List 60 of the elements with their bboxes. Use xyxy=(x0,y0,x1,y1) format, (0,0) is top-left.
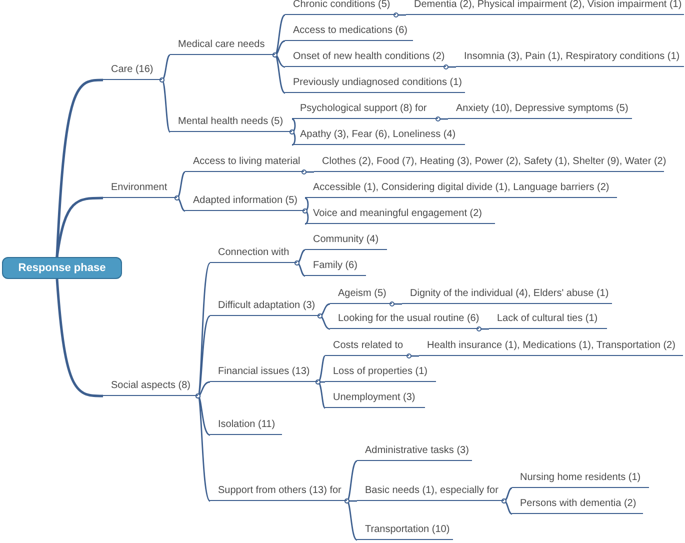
connector xyxy=(502,498,512,515)
topic-label: Mental health needs (5) xyxy=(170,115,292,132)
topic-label: Voice and meaningful engagement (2) xyxy=(305,207,495,224)
topic-label: Social aspects (8) xyxy=(103,379,198,396)
topic-label: Adapted information (5) xyxy=(185,194,305,211)
topic-label: Unemployment (3) xyxy=(325,391,425,408)
topic-label: Looking for the usual routine (6) xyxy=(330,312,479,329)
connector xyxy=(444,64,456,70)
topic-label: Isolation (11) xyxy=(210,418,282,435)
connector xyxy=(56,196,103,258)
connector xyxy=(160,78,171,132)
connector xyxy=(344,498,358,541)
topic-label: Chronic conditions (5) xyxy=(285,0,396,15)
topic-label: Access to living material xyxy=(185,155,304,172)
root-topic: Response phase xyxy=(2,257,122,279)
topic-label: Costs related to xyxy=(325,339,409,356)
topic-label: Dignity of the individual (4), Elders' abuse (1) xyxy=(402,287,612,304)
topic-label: Transportation (10) xyxy=(357,523,453,540)
topic-label: Lack of cultural ties (1) xyxy=(489,312,607,329)
connector xyxy=(476,326,489,332)
connector xyxy=(394,12,406,18)
topic-label: Persons with dementia (2) xyxy=(512,497,643,514)
topic-label: Administrative tasks (3) xyxy=(357,444,472,461)
connector xyxy=(196,394,211,502)
topic-label: Onset of new health conditions (2) xyxy=(285,50,446,67)
topic-label: Access to medications (6) xyxy=(285,24,413,41)
connector xyxy=(302,170,314,174)
connector xyxy=(316,380,326,408)
topic-label: Insomnia (3), Pain (1), Respiratory conditions (1) xyxy=(456,50,684,67)
connector xyxy=(56,278,104,398)
connector xyxy=(272,52,286,94)
connector xyxy=(174,196,186,212)
topic-label: Ageism (5) xyxy=(330,287,392,304)
topic-label: Difficult adaptation (3) xyxy=(210,299,320,316)
connector xyxy=(302,208,309,225)
topic-label: Nursing home residents (1) xyxy=(512,471,649,488)
topic-label: Dementia (2), Physical impairment (2), Vision impairment (1) xyxy=(406,0,684,15)
topic-label: Family (6) xyxy=(305,259,366,276)
topic-label: Connection with xyxy=(210,246,297,263)
topic-label: Psychological support (8) for xyxy=(292,102,438,119)
topic-label: Environment xyxy=(103,181,177,198)
connector xyxy=(436,116,448,122)
connector xyxy=(294,260,306,277)
topic-label: Financial issues (13) xyxy=(210,365,318,382)
connector xyxy=(318,314,330,330)
topic-label: Support from others (13) for xyxy=(210,484,347,501)
connector xyxy=(290,130,296,146)
topic-label: Accessible (1), Considering digital divide (1), Language barriers (2) xyxy=(305,181,617,198)
topic-label: Care (16) xyxy=(103,63,162,80)
connector xyxy=(390,302,402,306)
topic-label: Community (4) xyxy=(305,233,387,250)
topic-label: Anxiety (10), Depressive symptoms (5) xyxy=(448,102,632,119)
topic-label: Previously undiagnosed conditions (1) xyxy=(285,76,465,93)
topic-label: Health insurance (1), Medications (1), Transportation (2) xyxy=(419,339,683,356)
topic-label: Apathy (3), Fear (6), Loneliness (4) xyxy=(292,128,465,145)
topic-label: Loss of properties (1) xyxy=(325,365,436,382)
topic-label: Medical care needs xyxy=(170,38,275,55)
topic-label: Clothes (2), Food (7), Heating (3), Power (2), Safety (1), Shelter (9), Water (2) xyxy=(314,155,664,172)
connector xyxy=(406,354,419,358)
topic-label: Basic needs (1), especially for xyxy=(357,484,504,501)
